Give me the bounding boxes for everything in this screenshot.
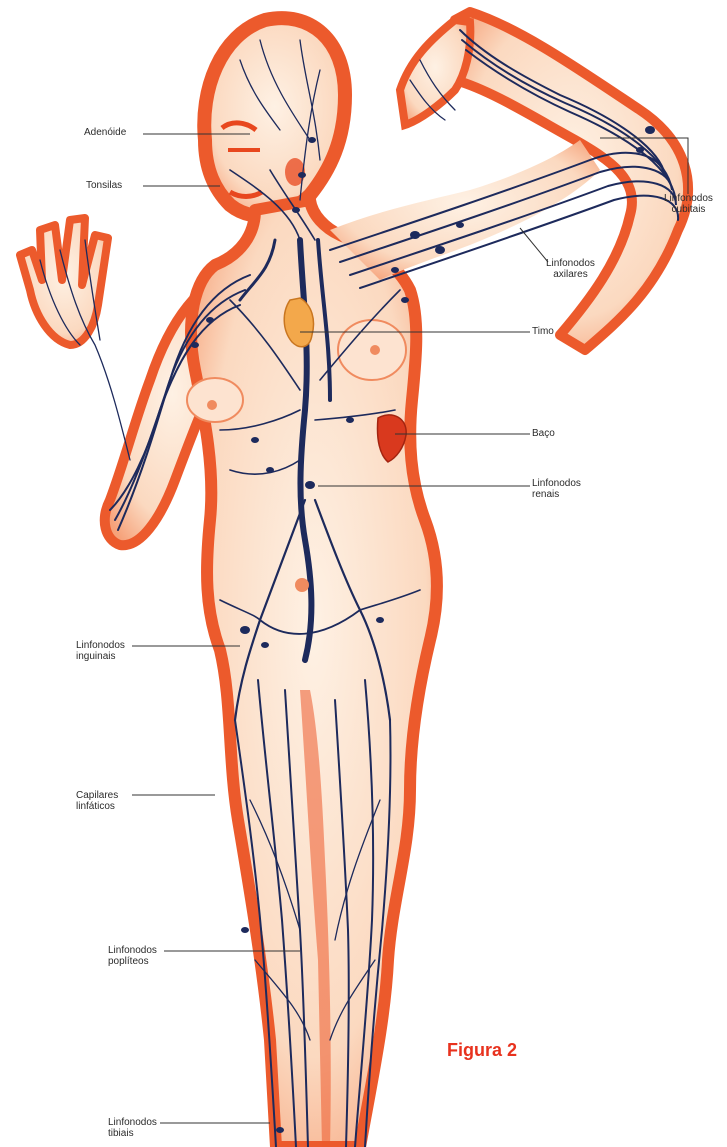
label-linfonodos-renais: Linfonodos renais [532,478,581,500]
label-adenoide: Adenóide [84,127,126,138]
label-linfonodos-popliteos: Linfonodos poplíteos [108,945,157,967]
nipple-right [370,345,380,355]
label-tonsilas: Tonsilas [86,180,122,191]
label-timo: Timo [532,326,554,337]
label-linfonodos-axilares: Linfonodos axilares [546,258,595,280]
nipple-left [207,400,217,410]
breast-left [187,378,243,422]
head [204,18,345,216]
label-baco: Baço [532,428,555,439]
figure-caption: Figura 2 [447,1040,517,1061]
left-hand [20,218,108,345]
raised-hand [400,20,470,125]
label-capilares-linfaticos: Capilares linfáticos [76,790,118,812]
label-linfonodos-cubitais: Linfonodos cubitais [664,193,713,215]
label-linfonodos-inguinais: Linfonodos inguinais [76,640,125,662]
label-linfonodos-tibiais: Linfonodos tibiais [108,1117,157,1139]
navel [295,578,309,592]
